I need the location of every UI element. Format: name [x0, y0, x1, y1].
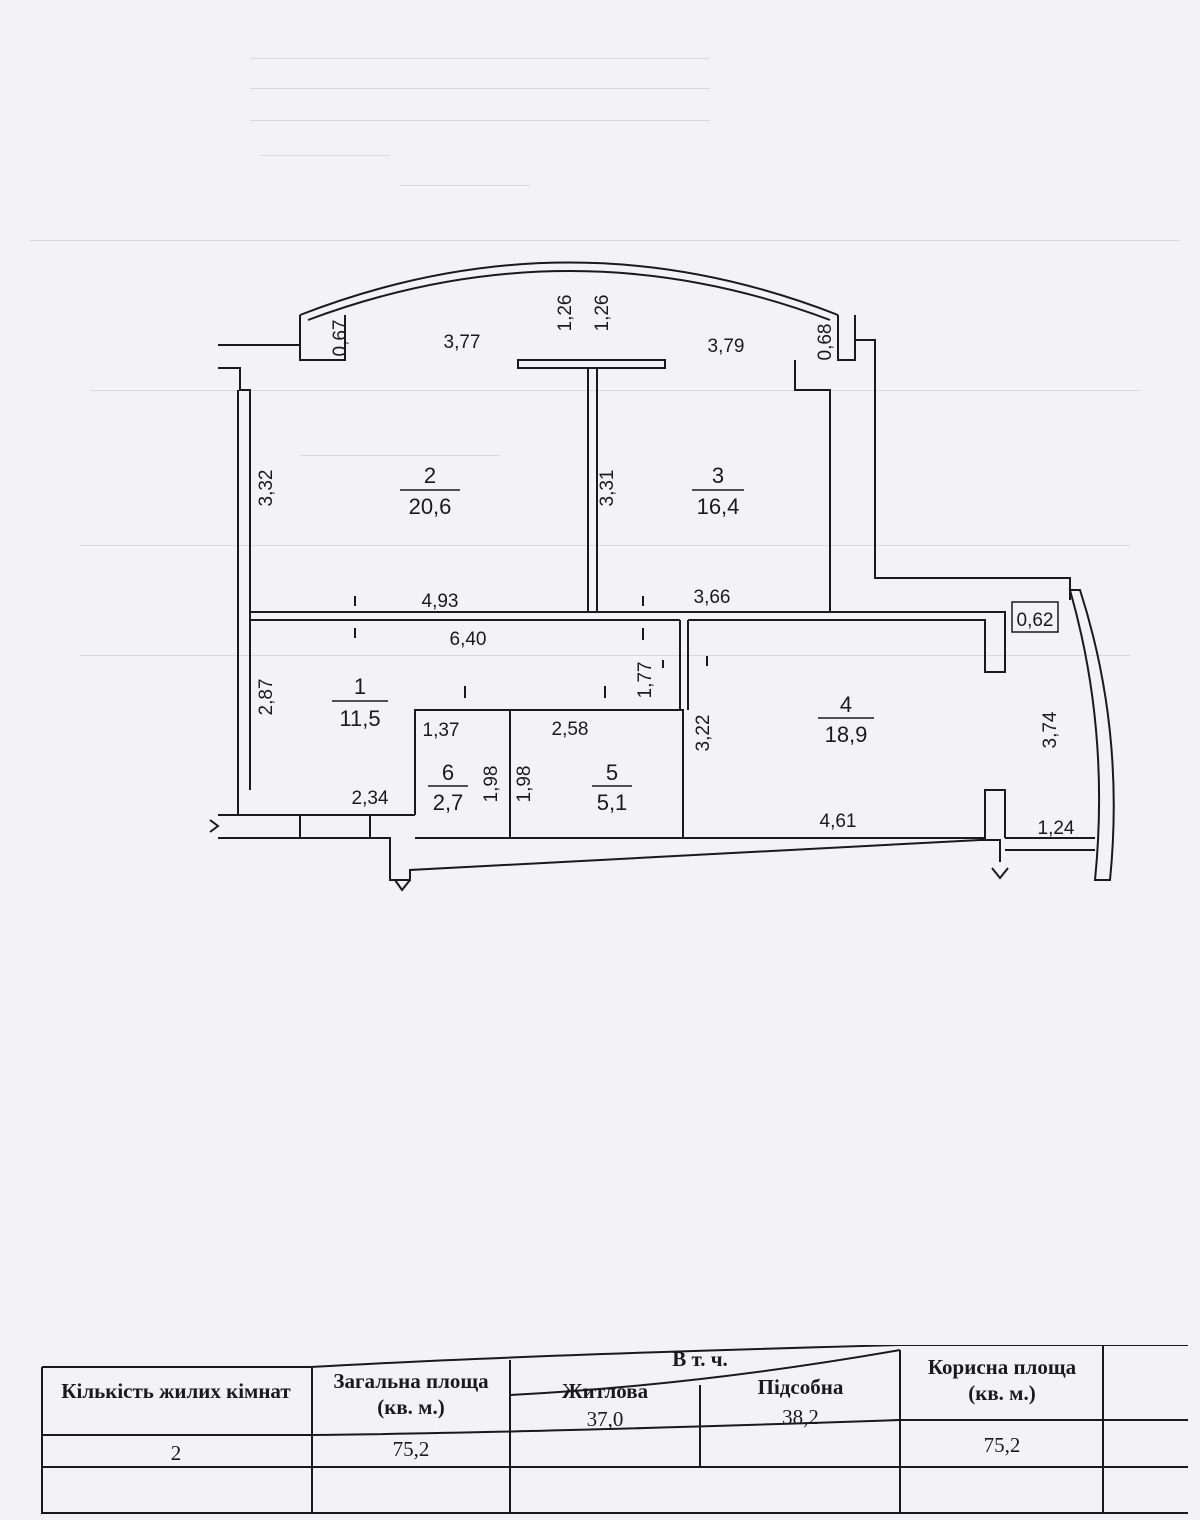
room-area: 18,9 — [825, 722, 868, 747]
dimension-center-a: 1,26 — [555, 295, 576, 332]
room-area: 5,1 — [597, 790, 628, 815]
room-label-4: 4 18,9 — [818, 692, 874, 747]
room-number: 1 — [354, 674, 366, 699]
summary-table: Кількість жилих кімнат Загальна площа (к… — [40, 1345, 1190, 1515]
partition-room2-room3 — [587, 368, 598, 613]
room-label-6: 6 2,7 — [428, 760, 468, 815]
bleed-through-background — [0, 0, 1200, 660]
dimension-room2-height: 3,32 — [256, 470, 277, 507]
header-aux: Підсобна — [757, 1375, 844, 1399]
dimension-balcony-height: 3,74 — [1040, 711, 1061, 748]
wall-right-room3 — [794, 360, 831, 612]
bath-walls — [414, 709, 511, 838]
dimension-bath-height-b: 1,98 — [514, 766, 535, 803]
partition-top-center — [517, 359, 666, 369]
dimension-top-right: 3,79 — [708, 336, 745, 357]
arc-wall-outer — [299, 261, 839, 316]
break-mark-left — [209, 819, 220, 833]
wall-left-inner — [218, 367, 251, 790]
value-rooms: 2 — [170, 1441, 182, 1465]
balcony-bottom — [1005, 837, 1095, 851]
dimension-top-left: 3,77 — [444, 332, 481, 353]
value-useful: 75,2 — [983, 1433, 1021, 1457]
dimension-room2-bottom: 4,93 — [422, 591, 459, 612]
header-rooms: Кількість жилих кімнат — [61, 1379, 291, 1403]
room-area: 20,6 — [409, 494, 452, 519]
pier-left — [299, 315, 346, 361]
room-label-1: 1 11,5 — [332, 674, 388, 731]
header-group: В т. ч. — [672, 1347, 728, 1371]
dimension-center-b: 1,26 — [592, 295, 613, 332]
room-number: 5 — [606, 760, 618, 785]
dimension-top-right-short: 0,68 — [815, 324, 836, 361]
dimension-room4-bottom: 4,61 — [820, 811, 857, 832]
dimension-hall-height: 1,77 — [635, 662, 656, 699]
wall-bottom-inner — [415, 789, 1006, 839]
pier-right — [837, 315, 856, 361]
break-mark-bottom — [394, 879, 411, 892]
value-living: 37,0 — [586, 1407, 624, 1431]
dimension-bath-width: 1,37 — [423, 720, 460, 741]
room-area: 2,7 — [433, 790, 464, 815]
wc-walls — [510, 709, 684, 838]
table-grid — [41, 1345, 1188, 1514]
room-label-2: 2 20,6 — [400, 463, 460, 519]
header-useful-unit: (кв. м.) — [968, 1381, 1036, 1405]
wall-bottom-outer — [218, 837, 1001, 881]
header-total: Загальна площа — [333, 1369, 489, 1393]
entry-door — [299, 815, 371, 838]
tick-marks — [354, 596, 708, 698]
dimension-entry: 2,34 — [352, 788, 389, 809]
room-number: 2 — [424, 463, 436, 488]
wall-top-left — [218, 315, 301, 346]
floor-plan: 2 20,6 3 16,4 1 11,5 4 18,9 5 5,1 6 2,7 — [209, 261, 1115, 892]
dimension-room3-bottom: 3,66 — [694, 587, 731, 608]
dimension-bath-height-a: 1,98 — [481, 766, 502, 803]
dimension-corridor: 6,40 — [450, 629, 487, 650]
dimension-room3-height: 3,31 — [597, 470, 618, 507]
arc-wall-inner — [307, 270, 831, 321]
dimension-room1-height: 2,87 — [256, 679, 277, 716]
room-label-5: 5 5,1 — [592, 760, 632, 815]
balcony-arc — [1068, 589, 1115, 881]
break-mark-right — [991, 867, 1009, 880]
value-aux: 38,2 — [782, 1405, 819, 1429]
header-useful: Корисна площа — [927, 1355, 1077, 1379]
dimension-balcony-top: 0,62 — [1017, 610, 1054, 631]
value-total: 75,2 — [392, 1437, 430, 1461]
partition-room4 — [679, 611, 1006, 710]
wall-right-outer — [855, 339, 1071, 600]
dimension-wc-width: 2,58 — [552, 719, 589, 740]
dimension-room4-height: 3,22 — [693, 715, 714, 752]
room-number: 4 — [840, 692, 852, 717]
dimension-balcony-bottom: 1,24 — [1038, 818, 1075, 839]
room-label-3: 3 16,4 — [692, 463, 744, 519]
room-number: 3 — [712, 463, 724, 488]
room-number: 6 — [442, 760, 454, 785]
header-total-unit: (кв. м.) — [377, 1395, 445, 1419]
room-area: 16,4 — [697, 494, 740, 519]
dimension-top-left-short: 0,67 — [330, 320, 351, 357]
room-area: 11,5 — [339, 706, 380, 731]
header-living: Житлова — [561, 1379, 649, 1403]
partition-corridor — [250, 611, 830, 621]
